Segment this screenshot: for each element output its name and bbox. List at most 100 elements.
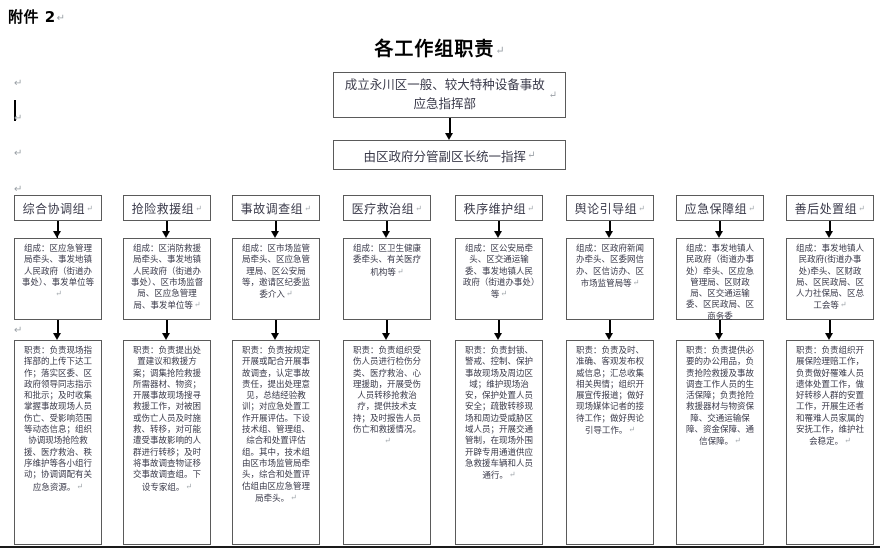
paragraph-mark-icon: ↵ (508, 470, 516, 480)
group-header-medical-treatment: 医疗救治组↵ (343, 195, 431, 221)
paragraph-mark-icon: ↵ (195, 203, 203, 213)
duty-text: 职责：负责及时、准确、客观发布权威信息；汇总收集相关舆情；组织开展宣传报道；做好… (575, 346, 644, 437)
paragraph-mark-icon: ↵ (14, 184, 23, 195)
arrow-to-composition (271, 221, 280, 238)
paragraph-mark-icon: ↵ (86, 203, 94, 213)
arrow-to-duty (382, 320, 391, 340)
group-name: 抢险救援组 (131, 201, 195, 216)
paragraph-mark-icon: ↵ (632, 277, 640, 287)
group-duty-public-opinion: 职责：负责及时、准确、客观发布权威信息；汇总收集相关舆情；组织开展宣传报道；做好… (566, 340, 654, 545)
paragraph-mark-icon: ↵ (500, 289, 508, 299)
paragraph-mark-icon: ↵ (285, 289, 293, 299)
paragraph-mark-icon: ↵ (14, 325, 23, 336)
paragraph-mark-icon: ↵ (527, 203, 535, 213)
group-header-emergency-support: 应急保障组↵ (676, 195, 764, 221)
paragraph-mark-icon: ↵ (858, 203, 866, 213)
arrow-command-to-leader (445, 118, 454, 140)
command-center-text: 成立永川区一般、较大特种设备事故应急指挥部 (344, 77, 545, 111)
arrow-to-composition (162, 221, 171, 238)
group-duty-emergency-support: 职责：负责提供必要的办公用品，负责抢险救援及事故调查工作人员的生活保障；负责抢险… (676, 340, 764, 545)
group-duty-rescue: 职责：负责提出处置建议和救援方案；调集抢险救援所需器材、物资；开展事故现场搜寻救… (123, 340, 211, 545)
duty-text: 职责：负责按规定开展或配合开展事故调查，认定事故责任，提出处理意见，总结经验教训… (241, 346, 310, 504)
page-title: 各工作组职责↵ (0, 34, 880, 61)
duty-text: 职责：负责组织受伤人员进行检伤分类、医疗救治、心理援助，开展受伤人员转移抢救治疗… (352, 346, 421, 436)
arrow-to-composition (605, 221, 614, 238)
unified-command-text: 由区政府分管副区长统一指挥 (363, 148, 527, 164)
group-duty-medical-treatment: 职责：负责组织受伤人员进行检伤分类、医疗救治、心理援助，开展受伤人员转移抢救治疗… (343, 340, 431, 545)
composition-text: 组成：区卫生健康委牵头、有关医疗机构等 (352, 244, 421, 278)
paragraph-mark-icon: ↵ (748, 203, 756, 213)
group-composition-public-opinion: 组成：区政府新闻办牵头、区委网信办、区信访办、区市场监管局等↵ (566, 238, 654, 320)
paragraph-mark-icon: ↵ (304, 203, 312, 213)
group-duty-accident-investigation: 职责：负责按规定开展或配合开展事故调查，认定事故责任，提出处理意见，总结经验教训… (232, 340, 320, 545)
paragraph-mark-icon: ↵ (844, 436, 851, 446)
group-name: 医疗救治组 (351, 201, 415, 216)
group-composition-rescue: 组成：区消防救援局牵头、事发地镇人民政府（街道办事处）、区市场监督局、区应急管理… (123, 238, 211, 320)
arrow-to-duty (494, 320, 503, 340)
composition-text: 组成：区政府新闻办牵头、区委网信办、区信访办、区市场监管局等 (575, 244, 644, 289)
group-name: 秩序维护组 (463, 201, 527, 216)
duty-text: 职责：负责现场指挥部的上传下达工作；落实区委、区政府领导同志指示和批示；及时收集… (23, 346, 92, 493)
group-header-aftermath-handling: 善后处置组↵ (786, 195, 874, 221)
arrow-to-duty (271, 320, 280, 340)
arrow-to-composition (494, 221, 503, 238)
group-composition-aftermath-handling: 组成：事发地镇人民政府(街道办事处)牵头、区财政局、区民政局、区人力社保局、区总… (786, 238, 874, 320)
group-duty-order-maintenance: 职责：负责封锁、警戒、控制、保护事故现场及周边区域；维护现场治安，保护处置人员安… (455, 340, 543, 545)
paragraph-mark-icon: ↵ (14, 78, 23, 89)
composition-text: 组成：事发地镇人民政府（街道办事处）牵头、区应急管理局、区财政局、区交通运输委、… (685, 244, 754, 322)
attachment-label: 附件 2↵ (8, 6, 66, 27)
group-name: 舆论引导组 (574, 201, 638, 216)
duty-text: 职责：负责封锁、警戒、控制、保护事故现场及周边区域；维护现场治安，保护处置人员安… (464, 346, 533, 482)
arrow-to-duty (605, 320, 614, 340)
composition-text: 组成：区公安局牵头、区交通运输委、事发地镇人民政府（街道办事处）等 (462, 244, 536, 301)
command-center-box: 成立永川区一般、较大特种设备事故应急指挥部↵ (333, 72, 566, 118)
arrow-to-composition (382, 221, 391, 238)
composition-text: 组成：区应急管理局牵头、事发地镇人民政府（街道办事处）、事发单位等 (21, 244, 95, 288)
arrow-to-composition (53, 221, 62, 238)
paragraph-mark-icon: ↵ (76, 481, 84, 491)
paragraph-mark-icon: ↵ (734, 436, 741, 446)
duty-text: 职责：负责提出处置建议和救援方案；调集抢险救援所需器材、物资；开展事故现场搜寻救… (132, 346, 201, 493)
text-caret (14, 100, 16, 121)
paragraph-mark-icon: ↵ (193, 300, 201, 310)
group-name: 综合协调组 (22, 201, 86, 216)
group-header-rescue: 抢险救援组↵ (123, 195, 211, 221)
arrow-to-composition (715, 221, 724, 238)
unified-command-box: 由区政府分管副区长统一指挥↵ (333, 140, 566, 170)
paragraph-mark-icon: ↵ (185, 481, 193, 491)
group-duty-aftermath-handling: 职责：负责组织开展保险理赔工作，负责做好罹难人员遗体处置工作，做好转移人群的安置… (786, 340, 874, 545)
composition-text: 组成：区消防救援局牵头、事发地镇人民政府（街道办事处）、区市场监督局、区应急管理… (130, 244, 204, 312)
paragraph-mark-icon: ↵ (527, 149, 536, 161)
attachment-label-text: 附件 2 (8, 8, 56, 26)
page-bottom-rule (0, 546, 880, 548)
group-name: 善后处置组 (794, 201, 858, 216)
group-header-accident-investigation: 事故调查组↵ (232, 195, 320, 221)
paragraph-mark-icon: ↵ (415, 203, 423, 213)
group-composition-accident-investigation: 组成：区市场监管局牵头、区应急管理局、区公安局等，邀请区纪委监委介入↵ (232, 238, 320, 320)
group-composition-medical-treatment: 组成：区卫生健康委牵头、有关医疗机构等↵ (343, 238, 431, 320)
group-composition-emergency-support: 组成：事发地镇人民政府（街道办事处）牵头、区应急管理局、区财政局、区交通运输委、… (676, 238, 764, 322)
paragraph-mark-icon: ↵ (495, 44, 506, 57)
group-composition-order-maintenance: 组成：区公安局牵头、区交通运输委、事发地镇人民政府（街道办事处）等↵ (455, 238, 543, 320)
composition-text: 组成：事发地镇人民政府(街道办事处)牵头、区财政局、区民政局、区人力社保局、区总… (795, 244, 864, 312)
group-name: 应急保障组 (684, 201, 748, 216)
group-composition-comprehensive-coordination: 组成：区应急管理局牵头、事发地镇人民政府（街道办事处）、事发单位等↵ (14, 238, 102, 320)
arrow-to-duty (162, 320, 171, 340)
group-header-comprehensive-coordination: 综合协调组↵ (14, 195, 102, 221)
arrow-to-duty (53, 320, 62, 340)
page-title-text: 各工作组职责 (374, 38, 495, 60)
paragraph-mark-icon: ↵ (14, 148, 23, 159)
group-header-order-maintenance: 秩序维护组↵ (455, 195, 543, 221)
group-name: 事故调查组 (240, 201, 304, 216)
paragraph-mark-icon: ↵ (56, 13, 66, 24)
duty-text: 职责：负责提供必要的办公用品，负责抢险救援及事故调查工作人员的生活保障；负责抢险… (685, 346, 754, 448)
paragraph-mark-icon: ↵ (290, 492, 297, 502)
group-header-public-opinion: 舆论引导组↵ (566, 195, 654, 221)
arrow-to-duty (715, 320, 724, 340)
paragraph-mark-icon: ↵ (628, 425, 636, 435)
paragraph-mark-icon: ↵ (638, 203, 646, 213)
arrow-to-composition (825, 221, 834, 238)
paragraph-mark-icon: ↵ (839, 300, 847, 310)
paragraph-mark-icon: ↵ (14, 113, 23, 124)
